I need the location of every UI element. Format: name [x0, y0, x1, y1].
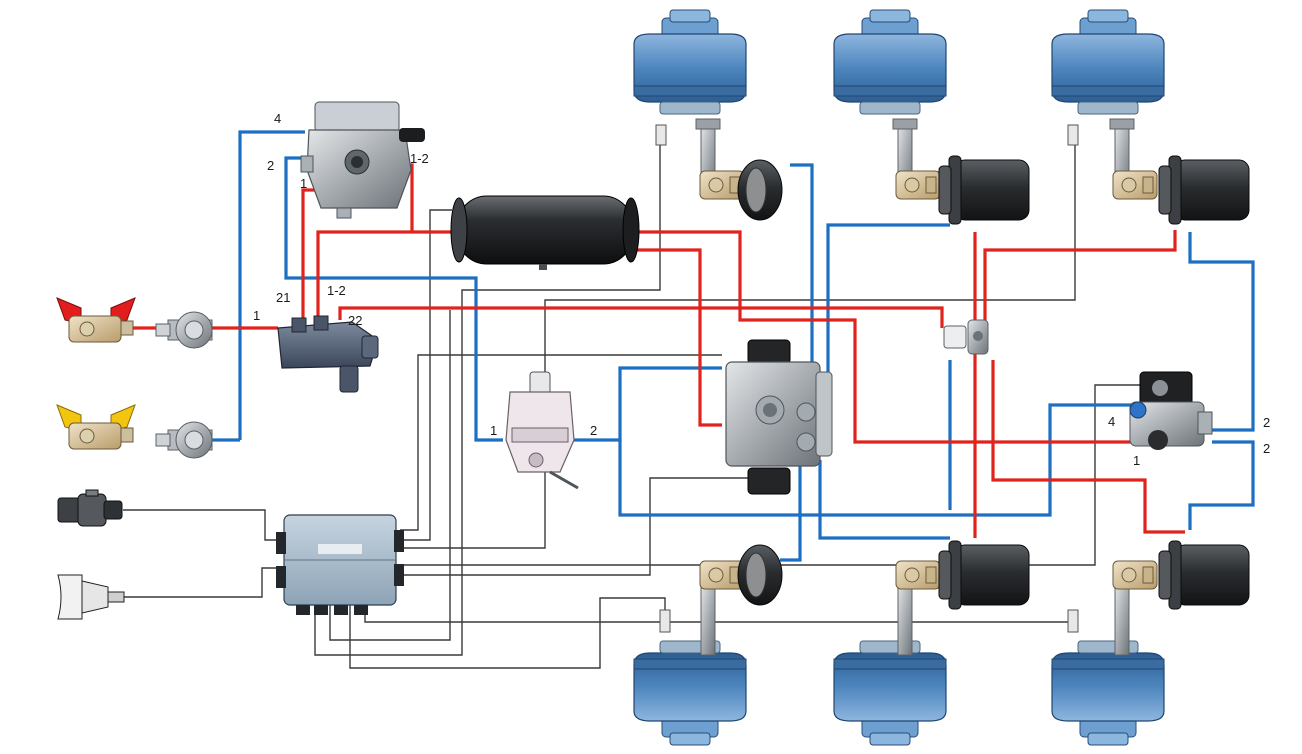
brake-chamber-bottom-1 — [633, 544, 783, 746]
port-label: 2 — [590, 423, 597, 438]
port-label: 1 — [300, 176, 307, 191]
iso-plug-icon — [57, 574, 125, 620]
wheel-sensor-icon — [655, 124, 667, 146]
load-sensing-valve-icon — [505, 371, 579, 490]
brake-chamber-top-2 — [833, 9, 1030, 225]
port-label: 1 — [1133, 453, 1140, 468]
wheel-sensor-icon — [1067, 609, 1079, 633]
abs-modulator-right-icon — [1129, 371, 1213, 450]
valve-block-icon — [277, 315, 379, 393]
port-label: 21 — [276, 290, 290, 305]
brake-chamber-bottom-2 — [833, 540, 1030, 746]
port-label: 1-2 — [327, 283, 346, 298]
brake-chamber-icon — [833, 640, 947, 746]
port-label: 1-2 — [410, 151, 429, 166]
spring-brake-chamber-icon — [938, 540, 1030, 610]
port-label: 1 — [253, 308, 260, 323]
port-label: 4 — [274, 111, 281, 126]
yellow-coupling-icon — [56, 404, 136, 450]
relay-emergency-valve-icon — [300, 101, 425, 219]
abs-modulator-valve-icon — [725, 339, 833, 495]
brake-chamber-top-3 — [1051, 9, 1250, 225]
port-label: 2 — [1263, 441, 1270, 456]
brake-chamber-icon — [633, 640, 747, 746]
abs-connector-icon — [57, 489, 123, 527]
brake-chamber-top-1 — [633, 9, 783, 221]
abs-ecu-icon — [276, 514, 404, 615]
port-labels: 4 2 1 1-2 21 1-2 22 1 1 2 4 1 2 2 — [253, 111, 1270, 468]
red-coupling-icon — [56, 297, 136, 343]
brake-chamber-bottom-3 — [1051, 540, 1250, 746]
shuttle-valve-icon — [943, 319, 989, 355]
brake-chamber-icon — [1051, 640, 1165, 746]
brake-chamber-icon — [633, 9, 747, 115]
spring-brake-chamber-icon — [1158, 540, 1250, 610]
diaphragm-chamber-icon — [737, 544, 783, 606]
port-label: 22 — [348, 313, 362, 328]
brake-chamber-icon — [833, 9, 947, 115]
air-reservoir-icon — [450, 195, 640, 270]
port-label: 2 — [267, 158, 274, 173]
port-label: 4 — [1108, 414, 1115, 429]
brake-chamber-icon — [1051, 9, 1165, 115]
diaphragm-chamber-icon — [737, 159, 783, 221]
wheel-sensor-icon — [659, 609, 671, 633]
line-filter-icon — [155, 311, 213, 349]
spring-brake-chamber-icon — [1158, 155, 1250, 225]
port-label: 1 — [490, 423, 497, 438]
supply-lines — [125, 163, 1185, 538]
line-filter-icon — [155, 421, 213, 459]
wheel-sensor-icon — [1067, 124, 1079, 146]
control-lines — [200, 130, 1255, 562]
spring-brake-chamber-icon — [938, 155, 1030, 225]
port-label: 2 — [1263, 415, 1270, 430]
